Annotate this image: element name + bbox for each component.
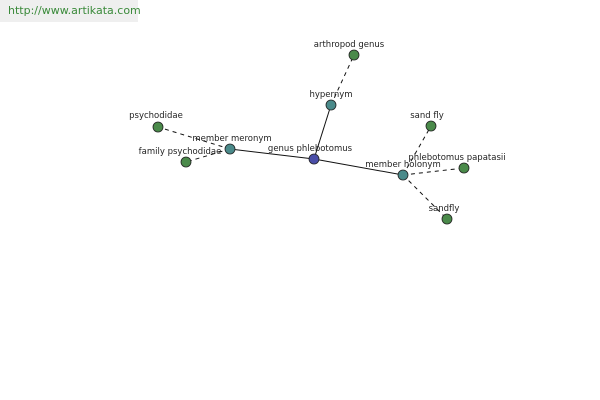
url-banner: http://www.artikata.com bbox=[0, 0, 141, 22]
label-relation-member-holonym[interactable]: member holonym bbox=[365, 160, 440, 170]
node-relation-member-holonym[interactable] bbox=[397, 169, 409, 181]
node-leaf-arthropod-genus[interactable] bbox=[348, 49, 360, 61]
label-leaf-sandfly[interactable]: sandfly bbox=[429, 204, 460, 214]
edge-hypernym-to-arthropod-genus bbox=[330, 54, 355, 106]
label-leaf-family-psychodidae[interactable]: family psychodidae bbox=[139, 147, 222, 157]
edge-member-holonym-to-sand-fly bbox=[402, 125, 432, 176]
node-leaf-sandfly[interactable] bbox=[441, 213, 453, 225]
label-relation-member-meronym[interactable]: member meronym bbox=[192, 134, 271, 144]
graph-edges bbox=[157, 54, 465, 220]
node-center-genus-phlebotomus[interactable] bbox=[308, 153, 320, 165]
node-leaf-family-psychodidae[interactable] bbox=[180, 156, 192, 168]
edge-center-to-hypernym bbox=[313, 104, 332, 160]
label-leaf-arthropod-genus[interactable]: arthropod genus bbox=[314, 40, 385, 50]
label-center-genus-phlebotomus[interactable]: genus phlebotomus bbox=[268, 144, 353, 154]
node-leaf-psychodidae[interactable] bbox=[152, 121, 164, 133]
label-leaf-psychodidae[interactable]: psychodidae bbox=[129, 111, 183, 121]
node-relation-hypernym[interactable] bbox=[325, 99, 337, 111]
node-relation-member-meronym[interactable] bbox=[224, 143, 236, 155]
node-leaf-phlebotomus-papatasii[interactable] bbox=[458, 162, 470, 174]
edge-member-holonym-to-phlebotomus-papatasii bbox=[402, 167, 465, 176]
edge-member-holonym-to-sandfly bbox=[402, 174, 448, 220]
site-url-link[interactable]: http://www.artikata.com bbox=[8, 4, 141, 17]
label-leaf-sand-fly[interactable]: sand fly bbox=[410, 111, 444, 121]
edge-center-to-member-holonym bbox=[313, 158, 404, 176]
node-leaf-sand-fly[interactable] bbox=[425, 120, 437, 132]
graph-nodes bbox=[152, 49, 470, 225]
label-relation-hypernym[interactable]: hypernym bbox=[309, 90, 352, 100]
graph-labels: genus phlebotomus hypernym arthropod genus… bbox=[129, 40, 505, 214]
label-leaf-phlebotomus-papatasii[interactable]: phlebotomus papatasii bbox=[408, 153, 505, 163]
edge-center-to-member-meronym bbox=[229, 148, 315, 160]
